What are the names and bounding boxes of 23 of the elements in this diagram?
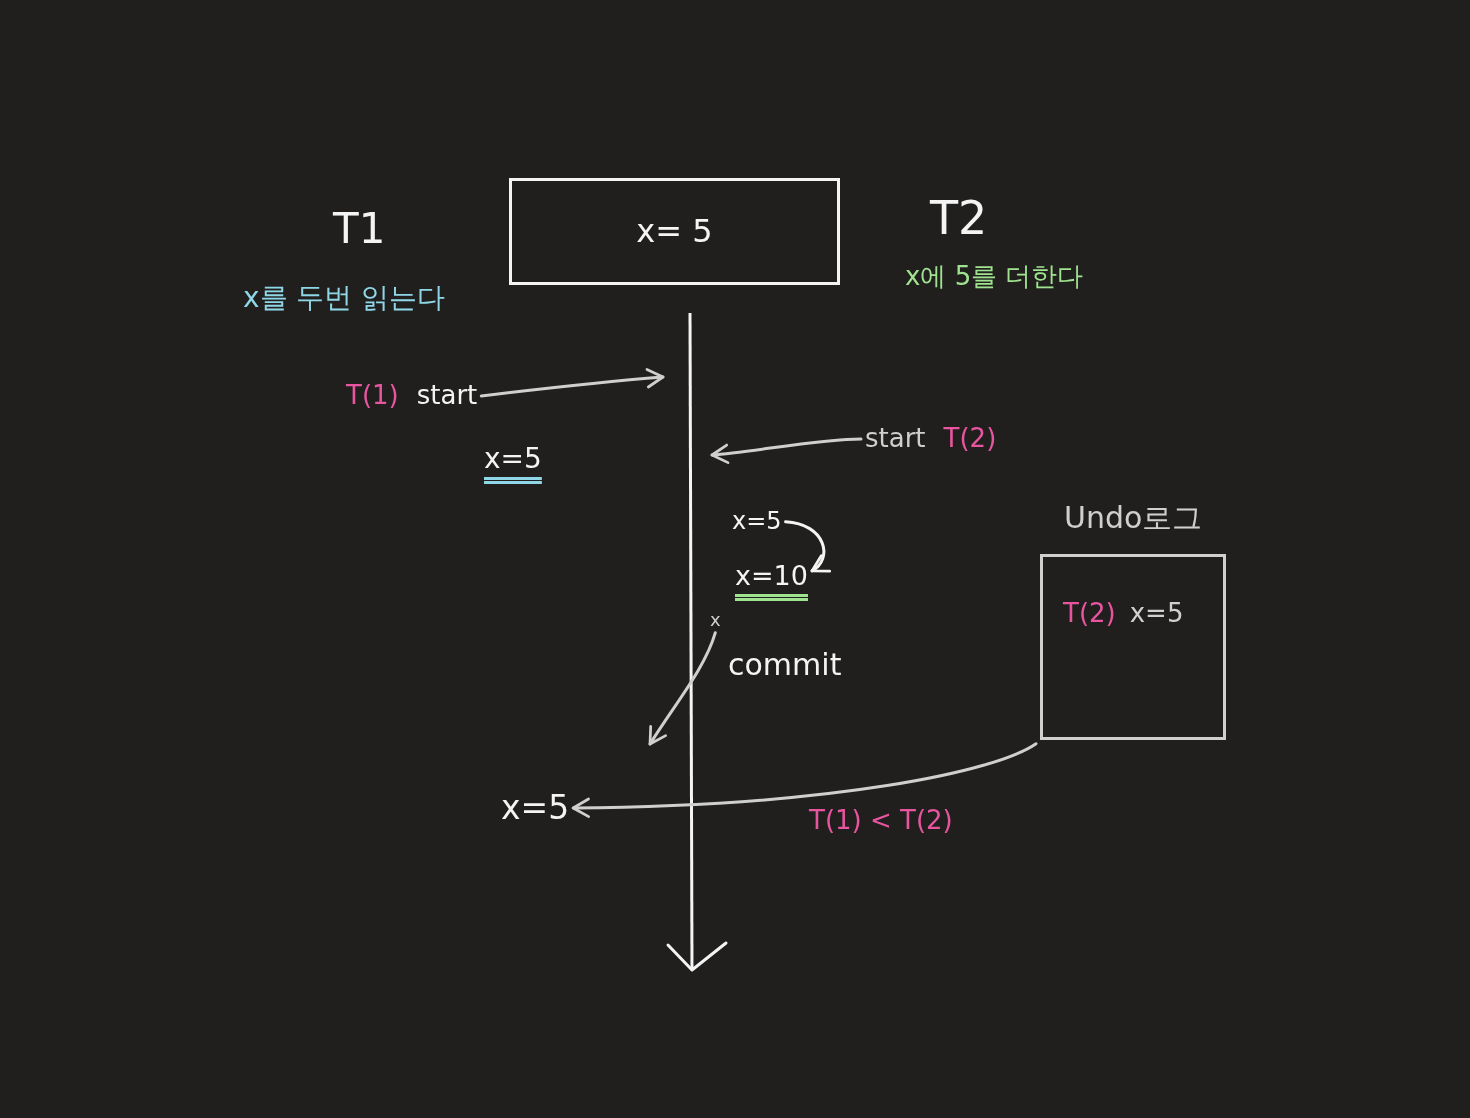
transaction-label: T(2) [1063,599,1116,629]
arrow [479,368,665,398]
cross-mark: x [710,610,721,631]
value-text: x=10 [735,560,808,592]
lane-title: T1 [333,205,386,254]
value-box: x= 5 [509,178,840,285]
lane-title: T2 [930,192,988,245]
value-text: x=5 [732,508,782,536]
transaction-label: T(2) [943,424,997,454]
arrow [784,520,831,573]
lane-description: x를 두번 읽는다 [243,282,446,315]
lane-description: x에 5를 더한다 [905,262,1084,292]
transaction-label: T(1) [346,381,399,411]
commit-label: commit [728,648,842,683]
box-heading: Undo로그 [1064,499,1204,537]
arrow [571,742,1038,818]
value-text: x=5 [501,789,570,827]
arrow [710,437,863,464]
arrow [648,631,717,746]
start-label: start [416,381,478,411]
value-text: x=5 [1129,599,1184,629]
start-label: start [865,424,926,454]
value-text: x=5 [484,443,542,476]
